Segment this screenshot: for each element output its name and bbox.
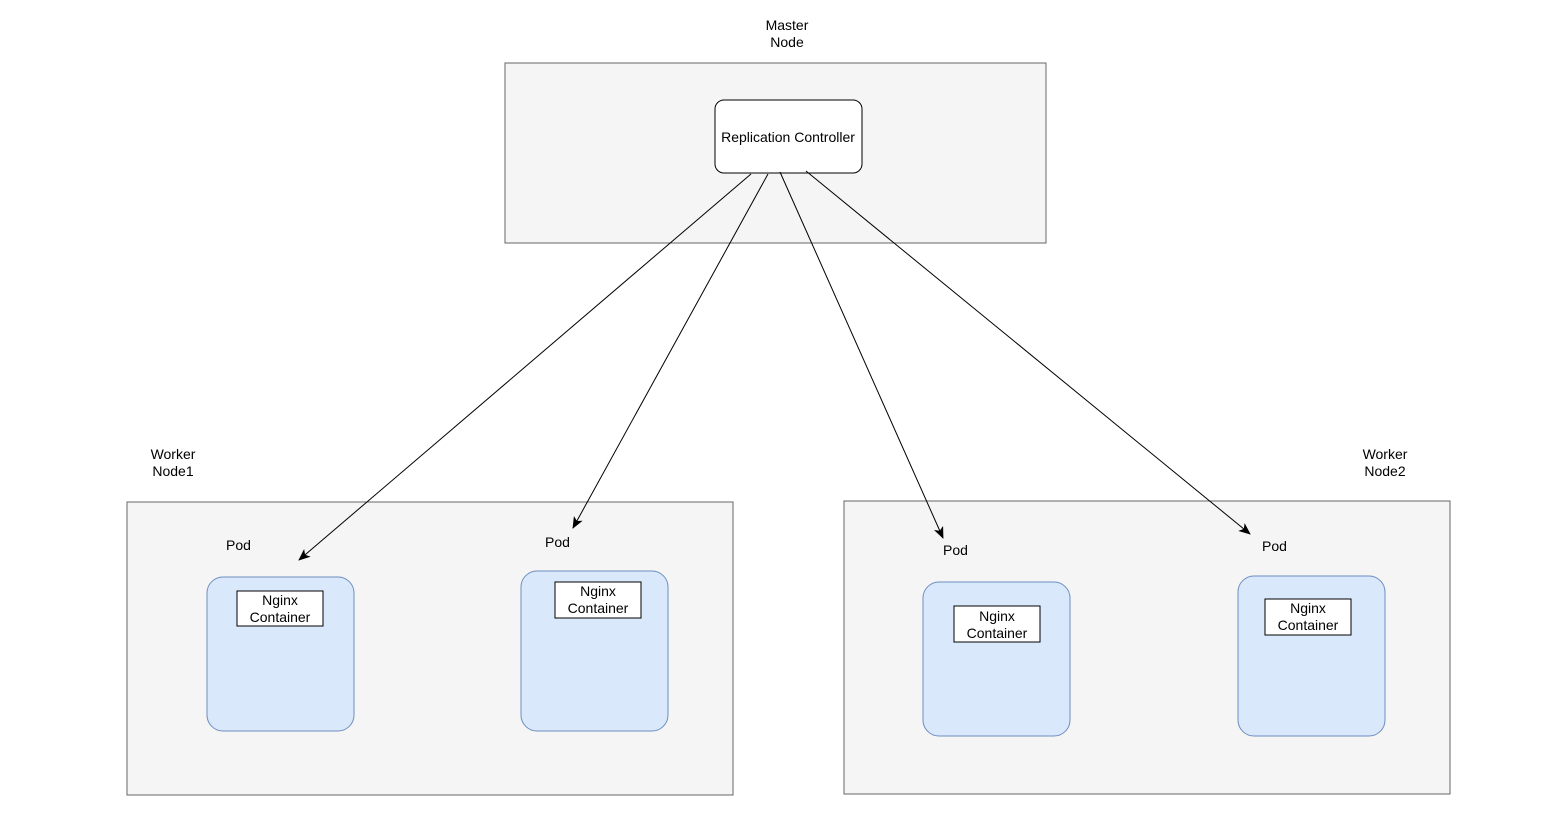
- nginx-container-label-line1: Nginx: [262, 592, 298, 608]
- master-node-label-line1: Master: [766, 17, 809, 33]
- worker-node1-label-line2: Node1: [152, 463, 193, 479]
- pod-label: Pod: [943, 542, 968, 558]
- nginx-container-label-line2: Container: [1278, 617, 1339, 633]
- nginx-container-box[interactable]: [953, 605, 1041, 643]
- pod-box[interactable]: [922, 581, 1071, 737]
- arrow-to-node1-pod2: [572, 173, 769, 529]
- nginx-container-label-line1: Nginx: [979, 608, 1015, 624]
- nginx-container-label-line2: Container: [967, 625, 1028, 641]
- pod-label: Pod: [545, 534, 570, 550]
- nginx-container-box[interactable]: [236, 590, 324, 627]
- arrow-to-node2-pod1: [779, 171, 944, 539]
- replication-controller-label: Replication Controller: [721, 129, 855, 145]
- nginx-container-label-line1: Nginx: [580, 583, 616, 599]
- nginx-container-label-line1: Nginx: [1290, 600, 1326, 616]
- worker-node2-label-line1: Worker: [1363, 446, 1408, 462]
- worker-node1-label-line1: Worker: [151, 446, 196, 462]
- arrow-to-node1-pod1: [298, 173, 752, 561]
- arrow-to-node2-pod2: [805, 170, 1251, 535]
- nginx-container-label-line2: Container: [250, 609, 311, 625]
- pod-label: Pod: [226, 537, 251, 553]
- replication-controller-box[interactable]: [714, 99, 863, 174]
- nginx-container-box[interactable]: [1264, 598, 1352, 636]
- nginx-container-box[interactable]: [554, 581, 642, 619]
- worker-node2-label-line2: Node2: [1364, 463, 1405, 479]
- nginx-container-label-line2: Container: [568, 600, 629, 616]
- pod-label: Pod: [1262, 538, 1287, 554]
- master-node-label-line2: Node: [770, 34, 804, 50]
